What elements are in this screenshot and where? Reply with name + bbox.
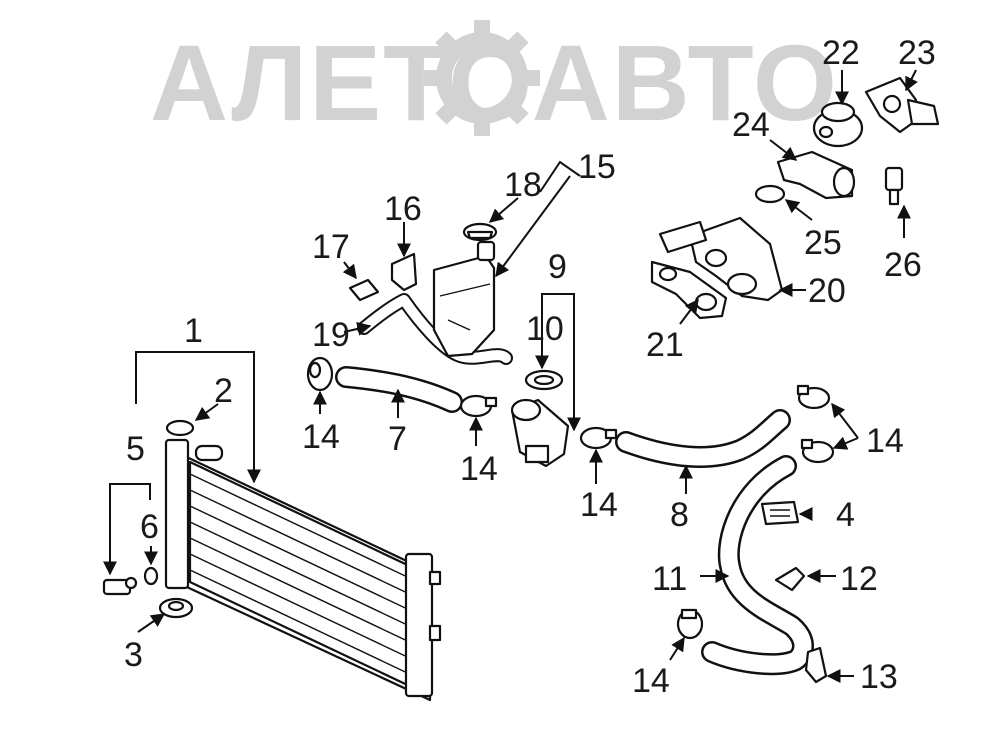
hose-clip (348, 278, 380, 302)
hose-clamp (796, 384, 831, 410)
callout-2: 2 (214, 372, 233, 410)
callout-3: 3 (124, 636, 143, 674)
coolant-outlet (776, 150, 856, 200)
hose-clamp (306, 356, 334, 392)
callout-17: 17 (312, 228, 350, 266)
hose-clamp (800, 438, 835, 464)
callout-8: 8 (670, 496, 689, 534)
radiator-cap (165, 419, 195, 437)
overflow-hose (357, 293, 513, 365)
water-pump-housing (658, 216, 784, 302)
leader-lines (103, 69, 918, 683)
callout-14-a: 14 (302, 418, 340, 456)
callout-25: 25 (804, 224, 842, 262)
temperature-sensor (884, 166, 904, 206)
hose-clamp (676, 608, 704, 640)
reservoir-bracket (390, 252, 418, 292)
thermostat (812, 101, 864, 148)
hose-clamp (579, 426, 618, 450)
callout-18: 18 (504, 166, 542, 204)
reservoir-cap (462, 222, 498, 242)
callout-16: 16 (384, 190, 422, 228)
upper-hose (335, 366, 463, 413)
callout-4: 4 (836, 496, 855, 534)
bypass-hose (701, 455, 814, 676)
gear-icon (424, 20, 540, 136)
callout-9: 9 (548, 248, 567, 286)
callout-14-b: 14 (460, 450, 498, 488)
callout-labels: 1 2 3 4 5 6 7 8 9 10 11 12 13 14 14 14 1… (124, 34, 936, 700)
hose-clamp (459, 394, 498, 418)
callout-24: 24 (732, 106, 770, 144)
callout-10: 10 (526, 310, 564, 348)
lower-hose (615, 409, 791, 468)
callout-20: 20 (808, 272, 846, 310)
callout-14-d: 14 (866, 422, 904, 460)
callout-1: 1 (184, 312, 203, 350)
hose-bracket (774, 566, 806, 592)
grommet (158, 597, 194, 619)
o-ring (143, 566, 159, 586)
callout-23: 23 (898, 34, 936, 72)
drain-plug (102, 576, 138, 596)
hose-bracket-lower (804, 646, 828, 684)
callout-11: 11 (652, 560, 687, 598)
callout-19: 19 (312, 316, 350, 354)
callout-7: 7 (388, 420, 407, 458)
housing-gasket (650, 260, 728, 320)
callout-14-e: 14 (632, 662, 670, 700)
callout-22: 22 (822, 34, 860, 72)
radiator (164, 438, 442, 702)
callout-21: 21 (646, 326, 684, 364)
coolant-reservoir (432, 240, 496, 358)
outlet-gasket (754, 184, 786, 204)
callout-13: 13 (860, 658, 898, 696)
callout-26: 26 (884, 246, 922, 284)
band-clamp (760, 500, 800, 526)
water-outlet (510, 398, 570, 468)
callout-12: 12 (840, 560, 878, 598)
watermark: АЛЕТОАВТО (150, 20, 837, 143)
callout-5: 5 (126, 430, 145, 468)
callout-14-c: 14 (580, 486, 618, 524)
gasket (524, 369, 564, 391)
thermostat-housing (864, 76, 940, 134)
callout-15: 15 (578, 148, 616, 186)
callout-6: 6 (140, 508, 159, 546)
